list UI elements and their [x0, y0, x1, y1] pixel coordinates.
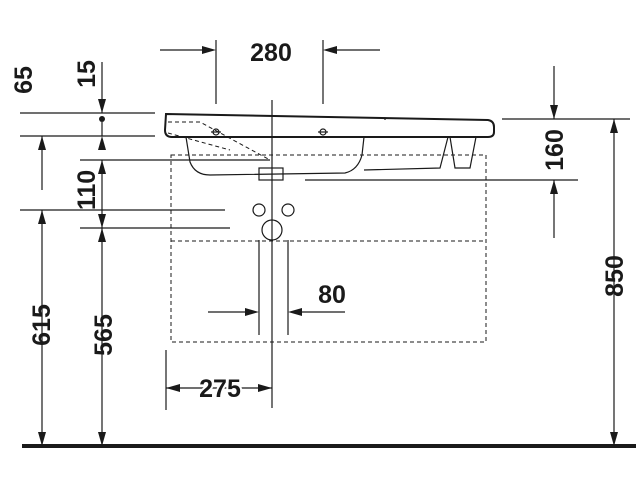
dim-275: 275: [166, 373, 272, 405]
dim-565-label: 565: [90, 314, 118, 356]
dim-275-label: 275: [199, 375, 241, 403]
dim-615: 615: [28, 210, 56, 446]
water-connection-left: [252, 203, 266, 217]
dim-160-label: 160: [541, 129, 569, 171]
dim-65: 65: [10, 66, 46, 190]
dim-15-label: 15: [73, 60, 101, 88]
dim-15: 15: [73, 60, 106, 150]
dim-160: 160: [541, 66, 569, 238]
dim-850-label: 850: [601, 255, 629, 297]
water-connection-right: [281, 203, 295, 217]
dim-615-label: 615: [28, 304, 56, 346]
connections: [252, 203, 295, 241]
dim-280-label: 280: [250, 39, 292, 67]
vanity-cabinet: [170, 154, 487, 343]
dim-110: 110: [73, 160, 106, 228]
dim-80-label: 80: [318, 281, 346, 309]
washbasin: [163, 112, 495, 181]
dim-110-label: 110: [73, 170, 101, 210]
dim-280: 280: [160, 39, 380, 67]
drain: [258, 167, 284, 181]
dim-850: 850: [601, 119, 629, 446]
dim-565: 565: [90, 228, 118, 446]
dim-80: 80: [208, 281, 346, 316]
dim-65-label: 65: [10, 66, 38, 94]
extension-lines: [20, 40, 630, 410]
